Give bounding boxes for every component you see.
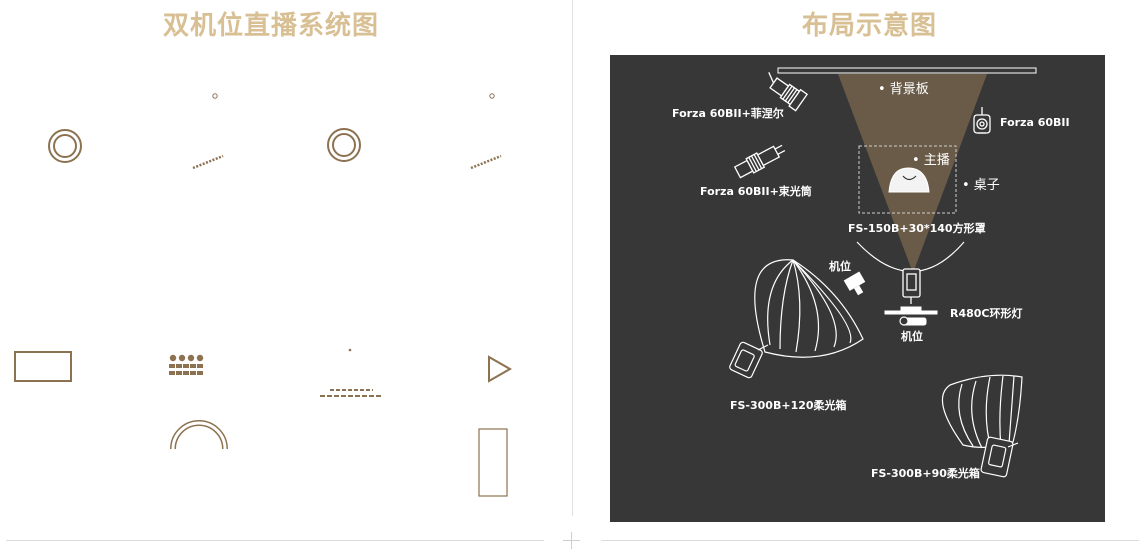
bottom-divider-left — [6, 540, 544, 541]
ring-light-icon — [48, 129, 82, 163]
camera-label-2: 机位 — [901, 330, 923, 343]
fs300-120-label: FS-300B+120柔光箱 — [730, 399, 847, 412]
bottom-divider-right — [601, 540, 1139, 541]
forza-light-icon — [973, 107, 991, 134]
camera-label-1: 机位 — [829, 260, 851, 273]
camera-icon — [843, 271, 866, 296]
keypad-icon — [169, 354, 204, 375]
phone-on-tripod-icon — [902, 268, 921, 304]
forza-fresnel-light-icon — [768, 72, 809, 112]
layout-diagram — [729, 67, 1037, 478]
vertical-divider — [572, 0, 573, 516]
indicator-dot-icon — [212, 93, 218, 99]
forza-spot-light-icon — [733, 144, 786, 179]
forza-spot-label: Forza 60BII+束光筒 — [700, 185, 812, 198]
host-label: • 主播 — [912, 153, 950, 168]
panel-light-icon — [478, 428, 508, 497]
fs300-90-label: FS-300B+90柔光箱 — [871, 467, 980, 480]
forza-label: Forza 60BII — [1000, 116, 1070, 129]
fs300-120-softbox-icon — [729, 259, 864, 379]
layout-diagram-title: 布局示意图 — [802, 11, 938, 41]
ring-light-label: R480C环形灯 — [950, 307, 1023, 320]
fs300-90-softbox-icon — [941, 374, 1023, 478]
table-label: • 桌子 — [962, 178, 1000, 193]
screen-icon — [14, 351, 72, 382]
arc-light-icon — [170, 420, 228, 450]
backdrop-label: • 背景板 — [878, 82, 929, 97]
indicator-dot-icon — [348, 348, 352, 352]
table — [858, 145, 957, 214]
forza-fresnel-label: Forza 60BII+菲涅尔 — [672, 107, 784, 120]
play-icon — [488, 355, 513, 383]
led-strip-icon — [470, 154, 502, 170]
switcher-bar-icon — [320, 389, 382, 397]
ring-light-icon — [327, 128, 361, 162]
crosshair-mark-vertical — [571, 532, 572, 549]
indicator-dot-icon — [489, 93, 495, 99]
backdrop — [777, 67, 1037, 74]
layout-panel: • 背景板 • 主播 • 桌子 Forza 60BII+菲涅尔 Forza 60… — [610, 55, 1105, 522]
system-diagram-title: 双机位直播系统图 — [163, 11, 380, 41]
led-strip-icon — [192, 154, 224, 170]
system-diagram — [14, 93, 513, 497]
ring-light-camera-icon — [884, 306, 938, 326]
fs150-label: FS-150B+30*140方形罩 — [848, 222, 986, 235]
